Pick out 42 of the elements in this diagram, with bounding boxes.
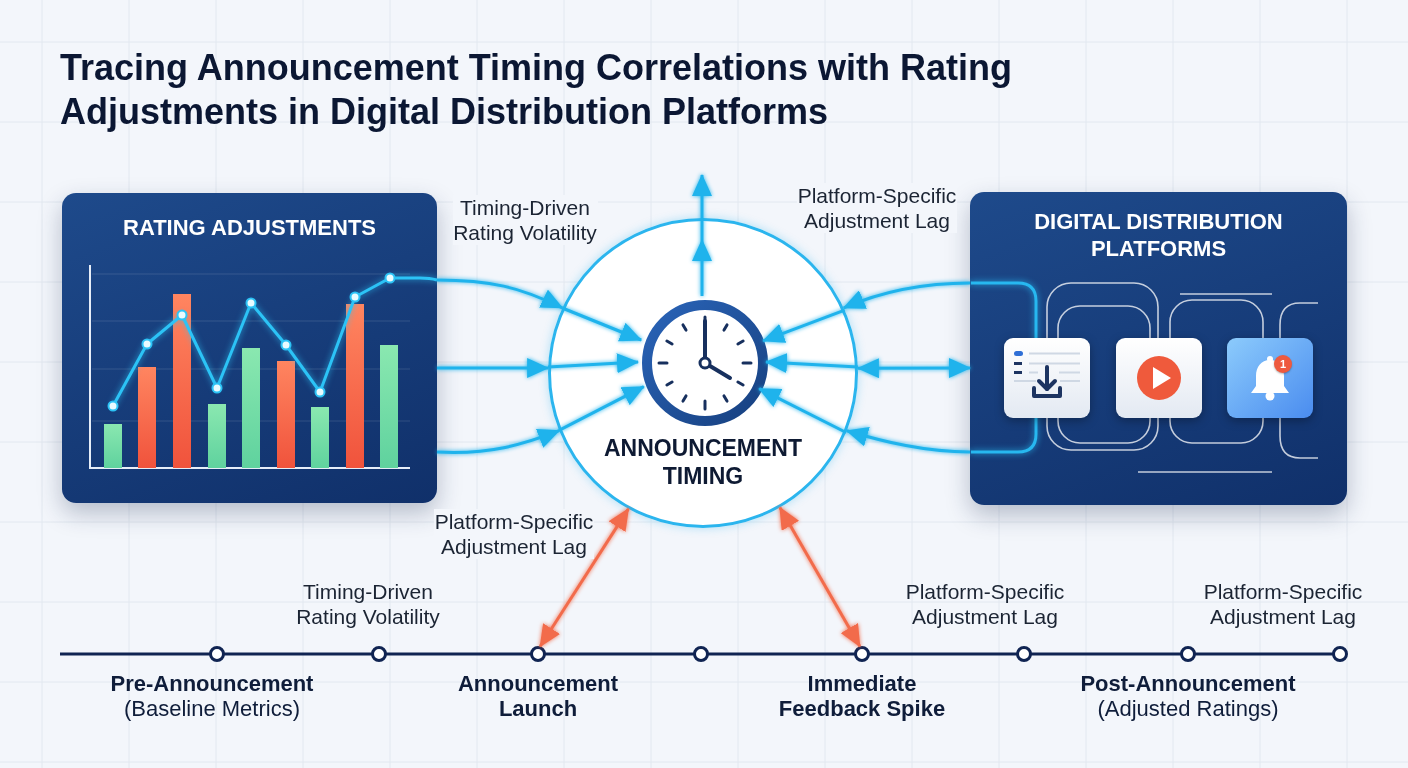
double-arrow (856, 358, 971, 379)
arrow (437, 358, 550, 378)
clock-icon (641, 299, 769, 427)
diagram-title: Tracing Announcement Timing Correlations with Rating Adjustments in Digital Distribution Platforms (60, 46, 1014, 134)
arrow (437, 278, 564, 310)
arrow (548, 353, 639, 374)
annotation-text: Timing-Driven Rating Volatility (295, 579, 441, 629)
arrow (845, 426, 971, 454)
double-arrow (778, 506, 862, 648)
timeline-subcaption: (Baseline Metrics) (123, 696, 301, 721)
chart-panel (62, 193, 437, 503)
timeline-caption: Post-Announcement (1079, 671, 1297, 696)
annotation-text: Platform-Specific Adjustment Lag (1203, 579, 1363, 629)
timeline-caption: Pre-Announcement (110, 671, 314, 696)
timeline-marker (854, 646, 870, 662)
arrow (765, 353, 858, 374)
double-arrow (538, 508, 630, 648)
arrow (842, 281, 971, 310)
edge-label: Platform-Specific Adjustment Lag (434, 509, 594, 559)
arrow (692, 174, 712, 296)
timeline-caption: Immediate Feedback Spike (778, 671, 946, 721)
arrow (436, 428, 561, 454)
timeline-marker (1016, 646, 1032, 662)
timeline-marker (1332, 646, 1348, 662)
annotation-text: Platform-Specific Adjustment Lag (905, 579, 1065, 629)
panel-title: DIGITAL DISTRIBUTION PLATFORMS (1033, 208, 1284, 262)
timeline-marker (530, 646, 546, 662)
arrow (561, 306, 643, 342)
timeline-caption: Announcement Launch (457, 671, 619, 721)
hub-title: ANNOUNCEMENT TIMING (603, 434, 803, 490)
timeline-marker (1180, 646, 1196, 662)
icon-panel (970, 192, 1347, 505)
edge-label: Timing-Driven Rating Volatility (452, 195, 598, 245)
timeline-subcaption: (Adjusted Ratings) (1097, 696, 1279, 721)
arrow (758, 387, 847, 434)
timeline-marker (371, 646, 387, 662)
timeline-marker (209, 646, 225, 662)
panel-title: RATING ADJUSTMENTS (122, 214, 377, 241)
arrow (762, 308, 846, 343)
edge-label: Platform-Specific Adjustment Lag (797, 183, 957, 233)
timeline-marker (693, 646, 709, 662)
arrow (558, 385, 645, 432)
